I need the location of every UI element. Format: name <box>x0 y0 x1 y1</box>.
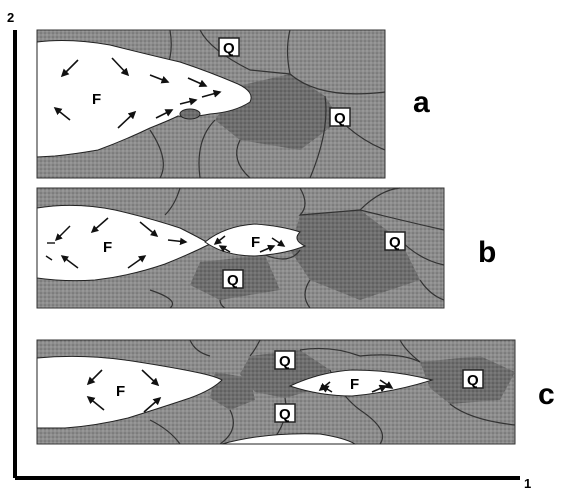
fluid-label-b1: F <box>103 239 112 256</box>
panel-letter-a: a <box>413 86 430 119</box>
quartz-label-b1: Q <box>389 234 401 251</box>
quartz-label-a1: Q <box>223 40 235 57</box>
panel-letter-c: c <box>538 378 555 411</box>
quartz-label-c3: Q <box>279 406 291 423</box>
quartz-label-c2: Q <box>467 372 479 389</box>
horizontal-axis-label: 1 <box>524 476 531 491</box>
quartz-label-b2: Q <box>227 272 239 289</box>
quartz-label-c1: Q <box>279 353 291 370</box>
panel-b: F F Q Q b <box>37 188 496 308</box>
panel-a: F Q Q a <box>37 30 430 178</box>
panel-letter-b: b <box>478 236 496 269</box>
quartz-label-a2: Q <box>334 110 346 127</box>
fluid-label-c1: F <box>116 383 125 400</box>
fluid-label-a1: F <box>92 91 101 108</box>
vertical-axis-label: 2 <box>7 10 14 25</box>
panel-c: F F Q Q Q c <box>37 340 555 444</box>
fluid-label-b2: F <box>251 234 260 251</box>
fluid-label-c2: F <box>350 376 359 393</box>
